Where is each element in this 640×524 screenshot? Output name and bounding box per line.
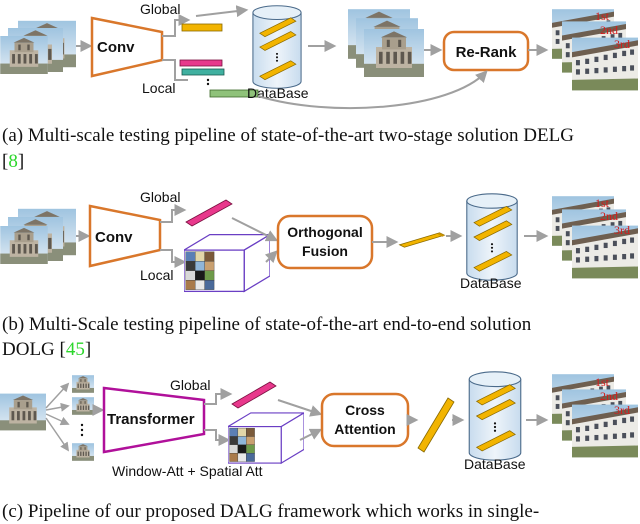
database-cylinder — [252, 5, 302, 89]
transformer-block — [102, 386, 206, 454]
caption-a-line1: (a) Multi-scale testing pipeline of stat… — [2, 125, 574, 146]
conv-label: Conv — [95, 229, 133, 246]
caption-b-prefix: DOLG [ — [2, 339, 66, 360]
rank-3-label: 3rd — [614, 403, 630, 417]
cross-label-line2: Attention — [334, 421, 395, 437]
caption-a-bracket-close: ] — [17, 151, 25, 172]
fused-feature-bar — [399, 232, 445, 248]
global-label: Global — [170, 377, 210, 393]
global-feature-bar — [185, 199, 233, 227]
query-image-small — [0, 226, 48, 264]
fused-feature-bar — [417, 397, 455, 453]
query-image — [0, 393, 46, 431]
rank-3-label: 3rd — [614, 37, 630, 51]
caption-b-bracket-close: ] — [84, 339, 92, 360]
database-label: DataBase — [247, 85, 309, 101]
database-label: DataBase — [464, 456, 526, 472]
panel-b: Conv Global Local Orthogonal Fusion Data… — [0, 189, 638, 293]
rank-1-label: 1st — [595, 375, 610, 389]
caption-c-line1: (c) Pipeline of our proposed DALG framew… — [2, 501, 540, 522]
window-att-label: Window-Att + Spatial Att — [112, 463, 263, 479]
local-feature-bar-2 — [181, 68, 225, 76]
local-label: Local — [142, 80, 175, 96]
global-feature-bar — [231, 381, 277, 409]
patch-image-3 — [72, 443, 94, 461]
caption-b-line1: (b) Multi-Scale testing pipeline of stat… — [2, 314, 532, 335]
panel-c: Transformer Global Window-Att + Spatial … — [0, 371, 638, 479]
candidate-image-3 — [364, 29, 424, 77]
caption-b-citation[interactable]: 45 — [65, 339, 85, 360]
rank-3-label: 3rd — [614, 223, 630, 237]
panel-a: Conv Global Local DataBase Re-Rank 1st 2… — [0, 1, 638, 110]
patch-image-2 — [72, 397, 94, 415]
patch-image-1 — [72, 375, 94, 393]
rank-2-label: 2nd — [600, 209, 618, 223]
local-feature-bar-3 — [209, 89, 259, 98]
rank-2-label: 2nd — [600, 389, 618, 403]
rank-2-label: 2nd — [600, 23, 618, 37]
local-feature-bar-1 — [179, 59, 223, 67]
rank-1-label: 1st — [595, 196, 610, 210]
cross-label-line1: Cross — [345, 402, 385, 418]
local-feature-map — [184, 233, 270, 293]
transformer-label: Transformer — [107, 411, 195, 428]
rerank-label: Re-Rank — [456, 44, 518, 61]
fusion-label-line1: Orthogonal — [287, 224, 362, 240]
caption-b-line2: DOLG [45] — [2, 338, 91, 362]
database-label: DataBase — [460, 275, 522, 291]
global-label: Global — [140, 1, 180, 17]
query-image-small — [0, 36, 48, 74]
database-cylinder — [466, 193, 518, 281]
global-feature-bar — [181, 23, 223, 32]
conv-label: Conv — [97, 39, 135, 56]
rank-1-label: 1st — [595, 9, 610, 23]
caption-a-line2: [8] — [2, 150, 24, 174]
local-feature-map — [228, 412, 304, 464]
fusion-label-line2: Fusion — [302, 243, 348, 259]
global-label: Global — [140, 189, 180, 205]
database-cylinder — [468, 371, 522, 461]
caption-a-bracket-open: [ — [2, 151, 9, 172]
local-label: Local — [140, 267, 173, 283]
caption-a-citation[interactable]: 8 — [8, 151, 18, 172]
